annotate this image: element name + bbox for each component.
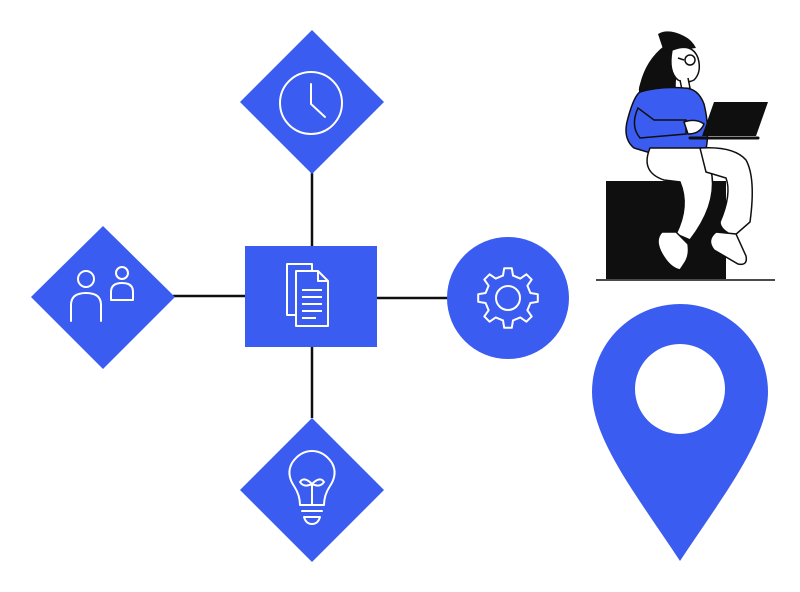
users-icon xyxy=(70,266,134,322)
lightbulb-icon xyxy=(288,450,336,525)
node-bottom-diamond xyxy=(240,418,384,562)
gear-icon xyxy=(477,267,539,329)
node-left-diamond xyxy=(31,226,175,369)
document-icon xyxy=(286,263,329,327)
location-pin-icon xyxy=(592,304,768,561)
clock-icon xyxy=(279,71,343,135)
laptop-icon xyxy=(688,102,768,140)
woman-with-laptop xyxy=(596,31,775,281)
connectors xyxy=(173,172,449,418)
node-center-square xyxy=(245,246,377,347)
node-top-diamond xyxy=(240,30,384,174)
node-right-circle xyxy=(447,237,569,359)
